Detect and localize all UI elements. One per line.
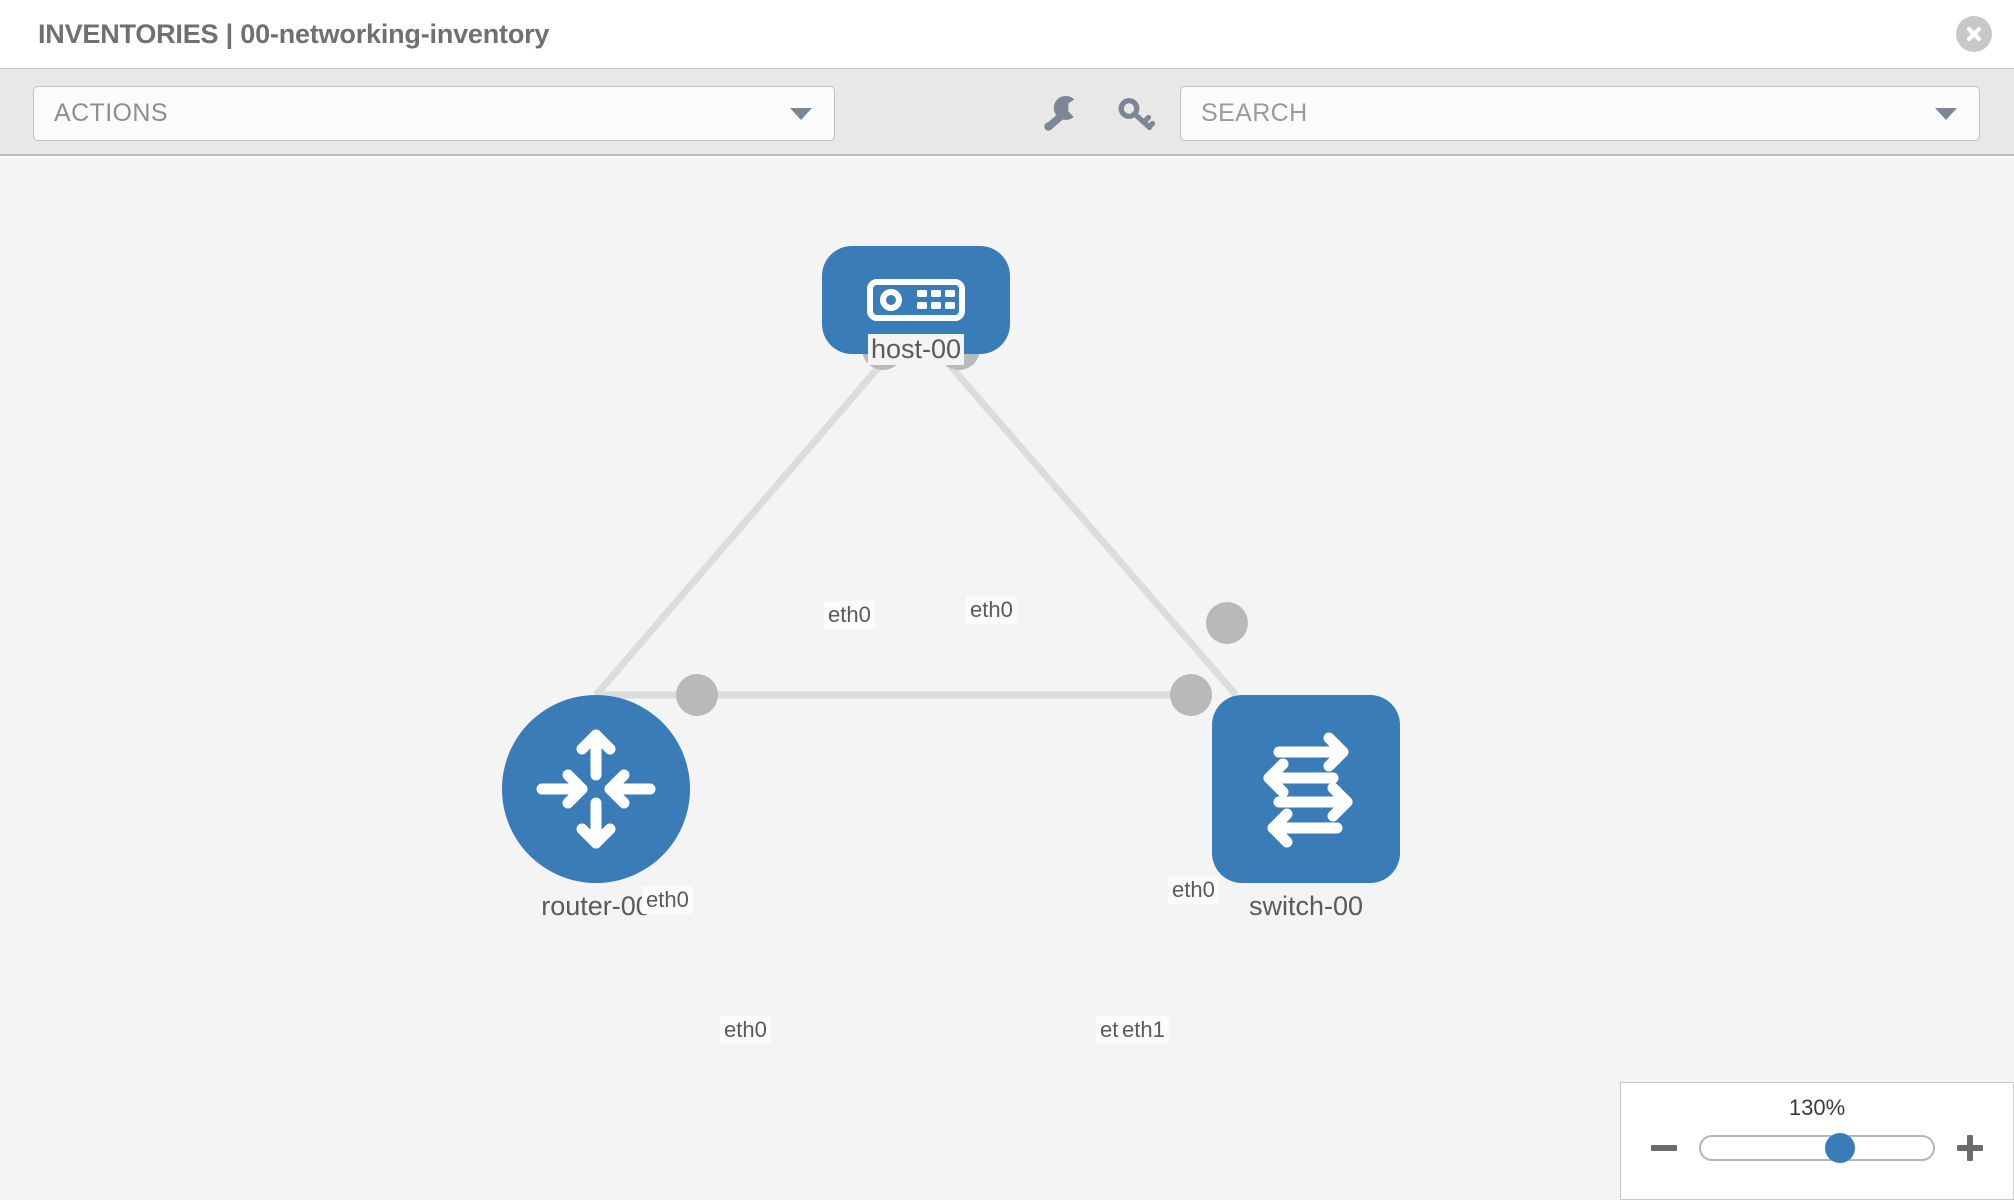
node-switch-00[interactable]: switch-00 xyxy=(1212,695,1400,922)
edge-label-switch00-up: eth0 xyxy=(1168,876,1219,904)
node-host-00[interactable]: host-00 xyxy=(822,246,1010,365)
server-icon xyxy=(867,279,965,321)
socket-switch00-eth0[interactable] xyxy=(1206,602,1248,644)
page-header: INVENTORIES | 00-networking-inventory xyxy=(0,0,2014,68)
actions-dropdown-label: ACTIONS xyxy=(54,99,168,127)
plus-icon[interactable] xyxy=(1953,1131,1987,1165)
search-placeholder: SEARCH xyxy=(1201,99,1308,127)
node-switch-00-shape xyxy=(1212,695,1400,883)
zoom-level-label: 130% xyxy=(1788,1095,1846,1120)
edge-label-switch00-eth1: eth1 xyxy=(1118,1016,1169,1044)
actions-dropdown[interactable]: ACTIONS xyxy=(33,86,835,141)
chevron-down-icon[interactable] xyxy=(1935,107,1957,120)
socket-router00-eth0[interactable] xyxy=(676,674,718,716)
edge-label-host00-left: eth0 xyxy=(824,601,875,629)
switch-arrows-icon xyxy=(1263,732,1353,848)
key-icon[interactable] xyxy=(1116,93,1160,135)
edge-host00-switch00 xyxy=(937,351,1239,698)
node-switch-00-label: switch-00 xyxy=(1245,891,1367,922)
edge-host00-router00 xyxy=(593,351,893,698)
edge-label-router00-up: eth0 xyxy=(642,886,693,914)
node-router-00[interactable]: router-00 xyxy=(502,695,690,922)
edge-label-router00-eth0: eth0 xyxy=(720,1016,771,1044)
page-title: INVENTORIES | 00-networking-inventory xyxy=(38,18,550,49)
zoom-panel: 130% xyxy=(1620,1082,2014,1200)
node-router-00-shape xyxy=(502,695,690,883)
search-input[interactable]: SEARCH xyxy=(1180,86,1980,141)
node-host-00-label: host-00 xyxy=(867,334,965,365)
edge-label-host00-right: eth0 xyxy=(966,596,1017,624)
minus-icon[interactable] xyxy=(1647,1131,1681,1165)
chevron-down-icon xyxy=(790,107,812,120)
router-arrows-icon xyxy=(536,729,656,849)
toolbar: ACTIONS SEARC xyxy=(0,68,2014,156)
zoom-slider[interactable] xyxy=(1699,1133,1935,1163)
wrench-icon[interactable] xyxy=(1038,93,1082,135)
zoom-controls xyxy=(1621,1131,2013,1165)
close-icon[interactable] xyxy=(1956,16,1992,52)
topology-canvas[interactable]: host-00 router-00 xyxy=(0,158,2014,1200)
node-router-00-label: router-00 xyxy=(538,891,654,922)
zoom-slider-thumb[interactable] xyxy=(1825,1133,1856,1163)
socket-switch00-eth1[interactable] xyxy=(1170,674,1212,716)
